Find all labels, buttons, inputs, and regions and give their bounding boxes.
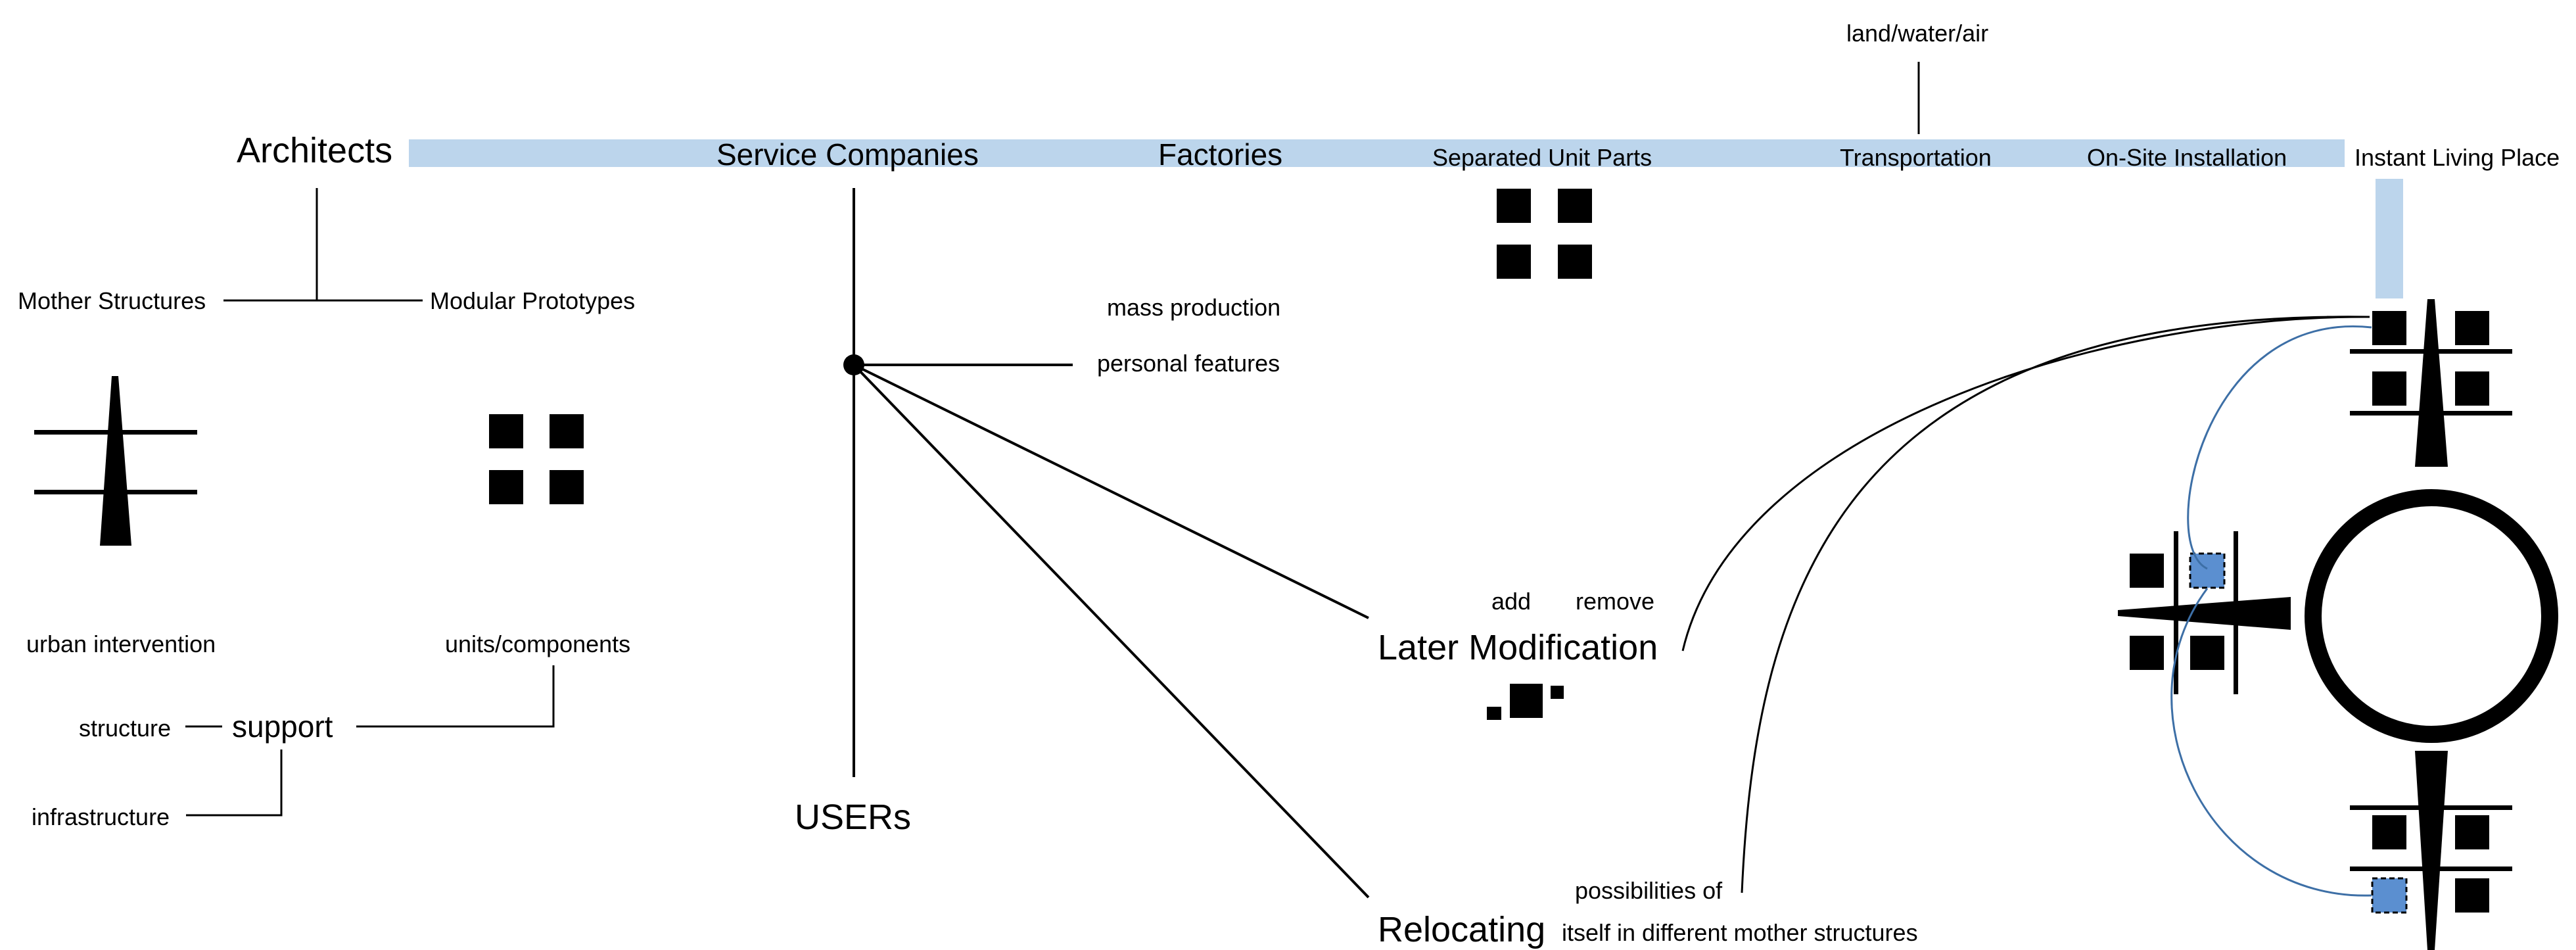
modular-prototype-icon: [489, 414, 584, 504]
service-companies-label: Service Companies: [716, 137, 979, 172]
support-label: support: [232, 709, 333, 744]
possibilities-of-label: possibilities of: [1575, 877, 1723, 904]
later-modification-label: Later Modification: [1378, 628, 1658, 667]
relocating-link-curve: [1741, 316, 2370, 893]
architects-tree: [223, 188, 423, 302]
personal-features-label: personal features: [1097, 350, 1280, 377]
relocated-unit-left: [2189, 552, 2226, 589]
itself-in-label: itself in different mother structures: [1562, 919, 1918, 946]
relocation-curves: [2170, 325, 2372, 897]
transportation-label: Transportation: [1840, 144, 1992, 171]
mother-structure-ring: [2305, 489, 2558, 743]
instant-living-place-label: Instant Living Place: [2354, 144, 2560, 171]
process-flow-bar: [409, 139, 2345, 167]
later-modification-icon: [1487, 684, 1564, 720]
separated-unit-parts-label: Separated Unit Parts: [1432, 144, 1652, 171]
mother-structure-icon: [34, 376, 197, 546]
architects-label: Architects: [237, 131, 393, 170]
instant-living-complex-icon: [2118, 299, 2558, 950]
remove-label: remove: [1576, 588, 1655, 615]
users-hub-node: [843, 354, 864, 375]
infrastructure-label: infrastructure: [32, 803, 170, 830]
structure-label: structure: [79, 715, 172, 742]
users-label: USERs: [795, 797, 912, 837]
urban-intervention-label: urban intervention: [26, 630, 216, 657]
on-site-installation-label: On-Site Installation: [2087, 144, 2287, 171]
modification-link-curve: [1681, 316, 2370, 652]
add-label: add: [1491, 588, 1532, 615]
users-tree: [853, 188, 1370, 899]
units-components-label: units/components: [445, 630, 631, 657]
mass-production-label: mass production: [1107, 294, 1281, 321]
separated-unit-parts-icon: [1497, 189, 1592, 279]
relocated-unit-lower: [2371, 877, 2408, 914]
factories-label: Factories: [1158, 137, 1283, 172]
support-connectors: [185, 665, 555, 817]
relocating-label: Relocating: [1378, 910, 1546, 949]
transport-modes-label: land/water/air: [1846, 20, 1989, 47]
modular-prototypes-label: Modular Prototypes: [430, 287, 636, 314]
instant-living-connector: [2376, 179, 2403, 298]
link-curves: [1681, 316, 2370, 893]
mother-structures-label: Mother Structures: [18, 287, 206, 314]
